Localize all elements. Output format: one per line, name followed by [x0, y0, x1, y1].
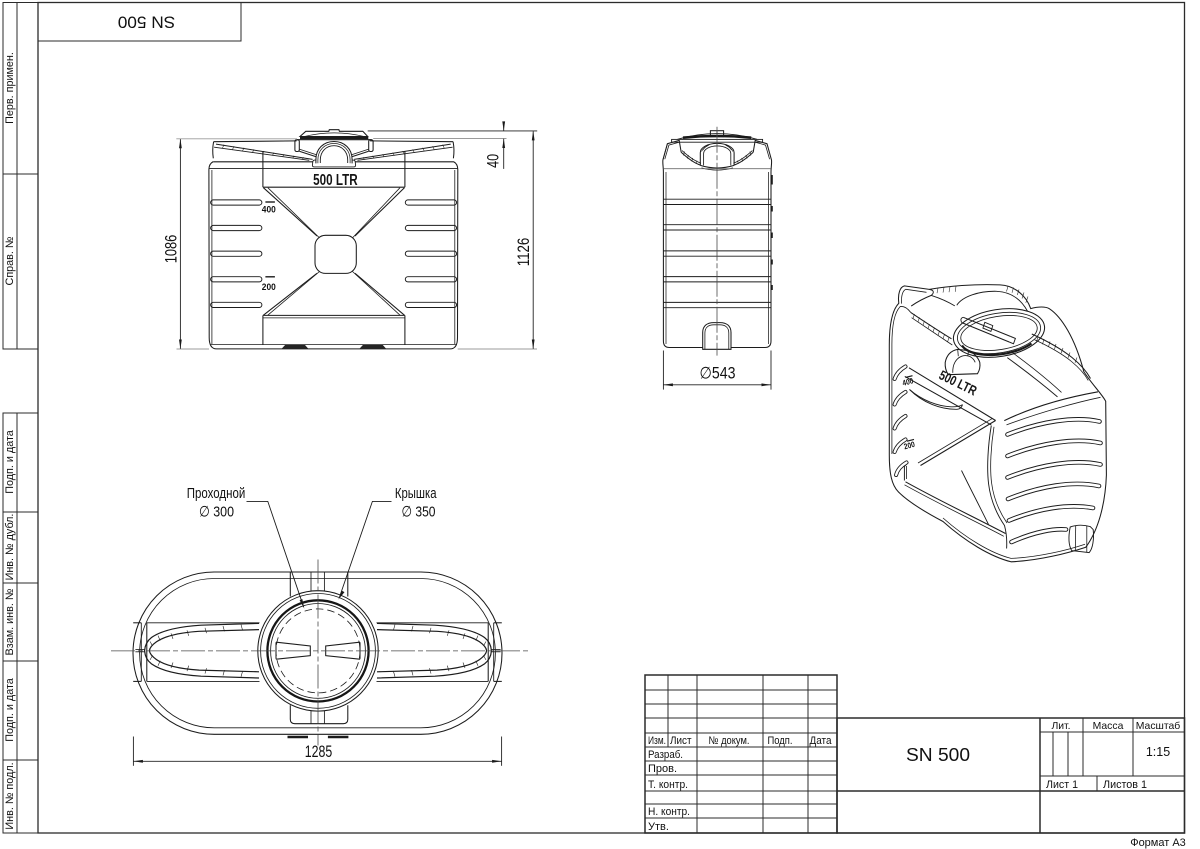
svg-text:Подп. и дата: Подп. и дата [4, 678, 16, 742]
svg-text:Подп. и дата: Подп. и дата [4, 430, 16, 494]
svg-text:Пров.: Пров. [648, 763, 677, 775]
svg-text:∅ 300: ∅ 300 [199, 503, 234, 520]
svg-text:Справ. №: Справ. № [4, 236, 16, 285]
svg-text:Подп.: Подп. [768, 735, 793, 747]
svg-text:500 LTR: 500 LTR [937, 367, 980, 398]
svg-text:Взам. инв. №: Взам. инв. № [4, 588, 16, 655]
svg-text:Проходной: Проходной [187, 486, 246, 502]
svg-text:Формат А3: Формат А3 [1130, 837, 1186, 849]
svg-text:40: 40 [485, 154, 503, 168]
svg-text:200: 200 [262, 282, 276, 293]
svg-text:1:15: 1:15 [1146, 745, 1170, 759]
svg-text:№ докум.: № докум. [709, 735, 750, 747]
svg-text:Листов 1: Листов 1 [1103, 779, 1147, 791]
svg-text:Изм.: Изм. [648, 735, 666, 747]
svg-text:Масса: Масса [1093, 721, 1124, 732]
svg-text:SN 500: SN 500 [906, 744, 970, 765]
svg-text:400: 400 [901, 376, 914, 388]
svg-text:Перв. примен.: Перв. примен. [4, 52, 16, 124]
svg-text:SN 500: SN 500 [118, 13, 176, 31]
svg-text:Утв.: Утв. [648, 821, 669, 833]
svg-text:Н. контр.: Н. контр. [648, 806, 690, 818]
svg-text:Лист 1: Лист 1 [1046, 779, 1078, 791]
svg-text:Лит.: Лит. [1051, 721, 1070, 732]
svg-text:1086: 1086 [163, 235, 181, 264]
svg-text:500 LTR: 500 LTR [313, 172, 358, 189]
svg-text:1285: 1285 [305, 743, 333, 761]
svg-text:Инв. № подл.: Инв. № подл. [4, 762, 16, 829]
svg-text:200: 200 [903, 440, 916, 452]
svg-text:400: 400 [262, 205, 276, 216]
svg-text:Масштаб: Масштаб [1136, 720, 1181, 732]
svg-text:∅ 350: ∅ 350 [402, 503, 436, 520]
svg-text:∅543: ∅543 [700, 364, 736, 382]
svg-text:Дата: Дата [810, 735, 833, 747]
svg-text:Лист: Лист [670, 735, 692, 747]
svg-text:1126: 1126 [515, 238, 533, 267]
svg-text:Разраб.: Разраб. [648, 749, 683, 761]
svg-text:Т. контр.: Т. контр. [648, 779, 688, 791]
svg-text:Крышка: Крышка [395, 486, 437, 502]
svg-text:Инв. № дубл.: Инв. № дубл. [4, 514, 16, 581]
